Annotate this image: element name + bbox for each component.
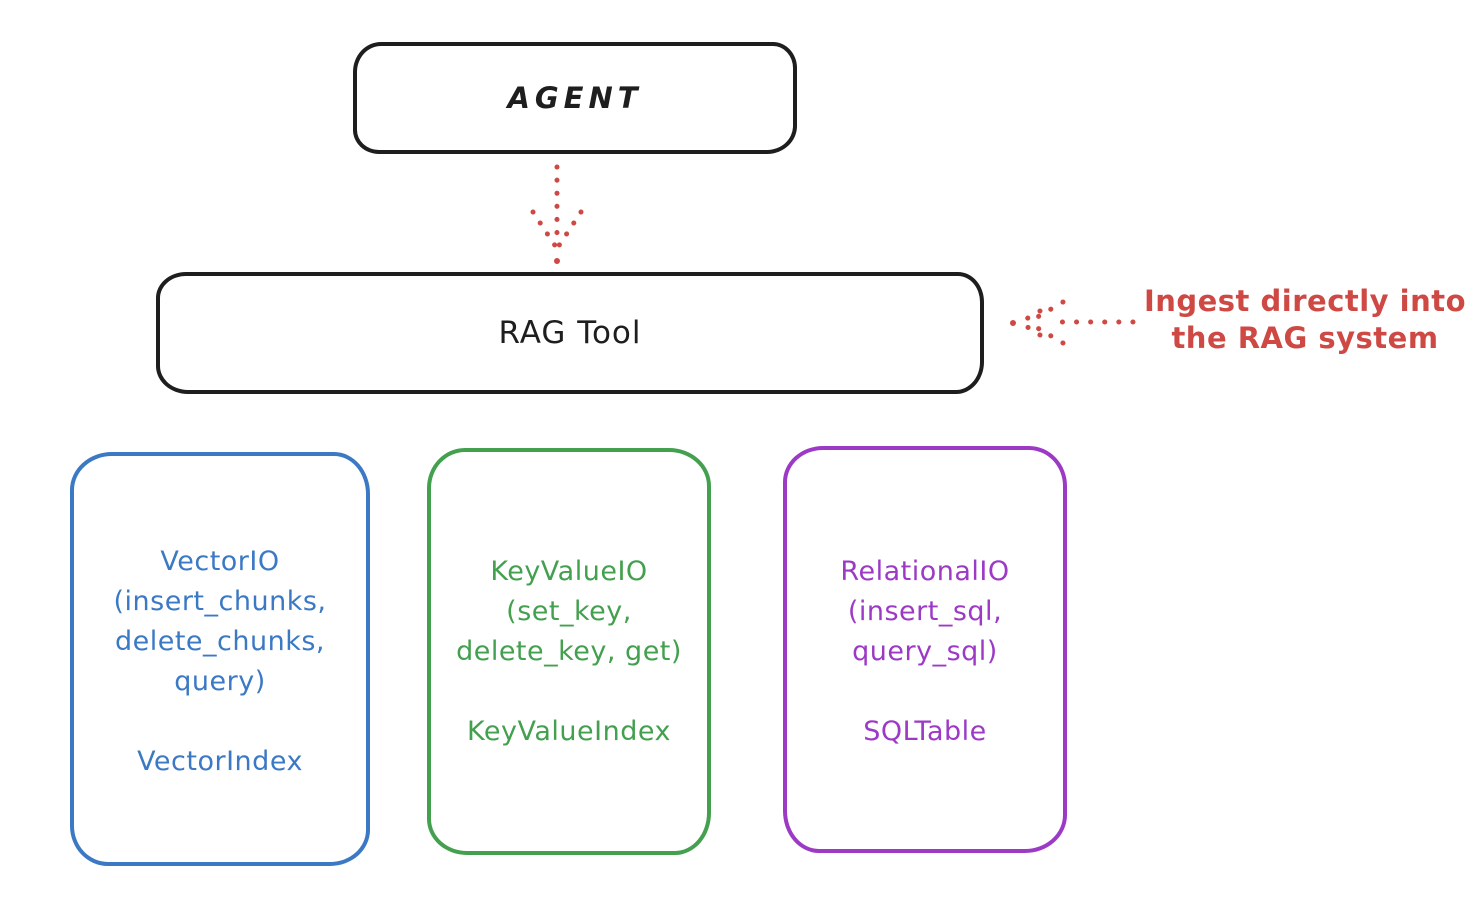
vector-io-line: query) <box>174 666 266 697</box>
rag-tool-box: RAG Tool <box>156 272 984 394</box>
key-value-index-label: KeyValueIndex <box>467 716 671 747</box>
vector-io-box: VectorIO (insert_chunks, delete_chunks, … <box>70 452 370 866</box>
relational-io-line: RelationalIO <box>840 556 1010 587</box>
agent-to-rag-arrow-icon <box>530 164 584 250</box>
annotation-line-2: the RAG system <box>1171 321 1439 355</box>
ingest-annotation: Ingest directly into the RAG system <box>1140 283 1470 357</box>
annotation-to-rag-arrow-tip <box>1010 320 1016 326</box>
key-value-io-line: KeyValueIO <box>490 556 648 587</box>
agent-to-rag-arrow-tip <box>554 258 560 264</box>
annotation-line-1: Ingest directly into <box>1143 284 1467 318</box>
agent-box: AGENT <box>353 42 797 154</box>
annotation-to-rag-arrow-icon <box>1018 299 1136 346</box>
vector-io-line: delete_chunks, <box>114 626 326 657</box>
key-value-io-line: delete_key, get) <box>456 636 682 667</box>
key-value-io-box: KeyValueIO (set_key, delete_key, get) Ke… <box>427 448 711 855</box>
rag-tool-label: RAG Tool <box>498 315 642 351</box>
key-value-io-line: (set_key, <box>506 596 632 627</box>
vector-index-label: VectorIndex <box>137 746 303 777</box>
sql-table-label: SQLTable <box>863 716 987 747</box>
vector-io-line: VectorIO <box>160 546 280 577</box>
relational-io-line: query_sql) <box>852 636 998 667</box>
relational-io-line: (insert_sql, <box>847 596 1003 627</box>
agent-label: AGENT <box>507 81 643 115</box>
relational-io-box: RelationalIO (insert_sql, query_sql) SQL… <box>783 446 1067 853</box>
vector-io-line: (insert_chunks, <box>113 586 327 617</box>
